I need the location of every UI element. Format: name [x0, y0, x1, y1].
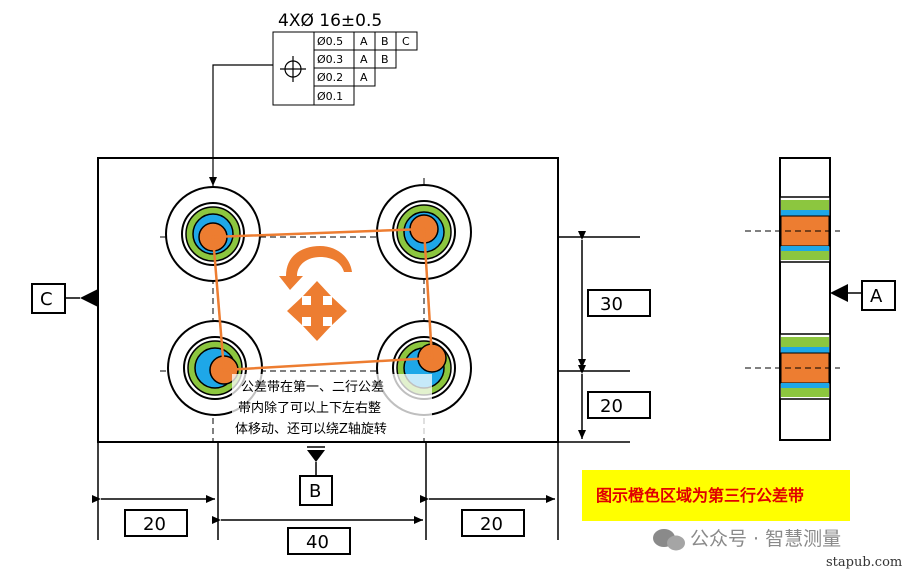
hole-top-left: [165, 186, 261, 282]
position-symbol-icon: [280, 56, 306, 82]
note-line-3: 体移动、还可以绕Z轴旋转: [235, 422, 387, 437]
fcf-tol-3: Ø0.2: [317, 71, 343, 84]
fcf-tol-2: Ø0.3: [317, 53, 343, 66]
fcf-tol-4: Ø0.1: [317, 90, 343, 103]
wechat-icon: [653, 529, 685, 551]
dim-20-left: 20: [143, 514, 166, 535]
fcf-tol-1: Ø0.5: [317, 35, 343, 48]
horizontal-dimensions: [92, 442, 559, 540]
datum-a: A: [830, 280, 896, 311]
fcf-ref-1a: A: [360, 35, 368, 48]
leader-line: [209, 64, 273, 186]
fcf-ref-2a: A: [360, 53, 368, 66]
vertical-dimensions: [558, 231, 640, 443]
rotate-arrow-icon: [279, 246, 352, 290]
dim-30: 30: [600, 294, 623, 315]
datum-a-label: A: [870, 286, 883, 307]
datum-b-label: B: [309, 481, 321, 502]
fcf-ref-3a: A: [360, 71, 368, 84]
rotated-pattern-outline: [211, 227, 434, 372]
fcf-ref-1b: B: [381, 35, 389, 48]
note-line-1: 公差带在第一、二行公差: [241, 380, 384, 395]
watermark-site: stapub.com: [826, 555, 902, 570]
callout-title: 4XØ 16±0.5: [278, 11, 382, 31]
side-view: [745, 157, 840, 441]
move-arrows-icon: [287, 281, 347, 341]
datum-c-label: C: [40, 289, 53, 310]
feature-control-frame: [272, 31, 418, 106]
highlight-text: 图示橙色区域为第三行公差带: [596, 486, 804, 505]
watermark-account: 公众号 · 智慧测量: [690, 528, 841, 550]
note-line-2: 带内除了可以上下左右整: [238, 400, 381, 416]
datum-b: B: [299, 446, 333, 506]
dim-20-bottom-right: 20: [480, 514, 503, 535]
fcf-ref-2b: B: [381, 53, 389, 66]
fcf-ref-1c: C: [402, 35, 410, 48]
dim-40: 40: [306, 532, 329, 553]
datum-c: C: [31, 283, 98, 314]
dim-20-right: 20: [600, 396, 623, 417]
highlight-box: [582, 470, 850, 521]
